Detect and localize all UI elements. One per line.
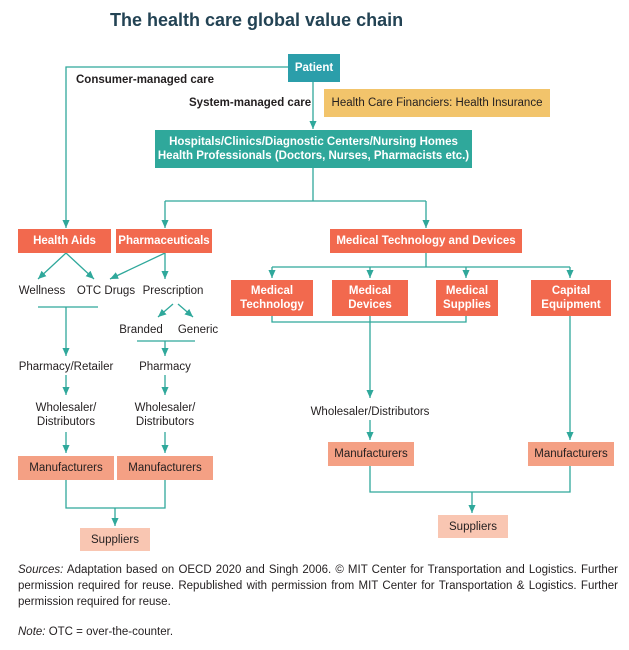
- medical-technology-line2: Technology: [240, 299, 304, 311]
- wholesaler-mid-label: Wholesaler/ Distributors: [135, 401, 196, 429]
- wholesaler-left-line1: Wholesaler/: [35, 402, 97, 414]
- generic-label: Generic: [177, 324, 219, 336]
- medical-devices-line1: Medical: [348, 285, 392, 297]
- medical-technology-box: Medical Technology: [231, 280, 313, 316]
- wholesaler-left-line2: Distributors: [36, 416, 96, 428]
- branded-label: Branded: [119, 324, 163, 336]
- health-aids-box: Health Aids: [18, 229, 111, 253]
- note-text: OTC = over-the-counter.: [48, 626, 174, 638]
- capital-equipment-line2: Equipment: [541, 299, 601, 311]
- capital-equipment-box: Capital Equipment: [531, 280, 611, 316]
- providers-line2: Health Professionals (Doctors, Nurses, P…: [157, 150, 470, 162]
- medical-supplies-line1: Medical: [445, 285, 489, 297]
- medical-devices-box: Medical Devices: [332, 280, 408, 316]
- suppliers-right-box: Suppliers: [438, 515, 508, 538]
- diagram-title: The health care global value chain: [110, 10, 404, 30]
- sources-label: Sources:: [18, 564, 64, 576]
- capital-equipment-line1: Capital: [551, 285, 591, 297]
- otc-drugs-label: OTC Drugs: [76, 285, 136, 297]
- medical-supplies-box: Medical Supplies: [436, 280, 498, 316]
- providers-box: Hospitals/Clinics/Diagnostic Centers/Nur…: [155, 130, 472, 168]
- manufacturers-mid-box: Manufacturers: [117, 456, 213, 480]
- financiers-box: Health Care Financiers: Health Insurance: [324, 89, 550, 117]
- medical-devices-line2: Devices: [348, 299, 392, 311]
- wholesaler-mid-line1: Wholesaler/: [134, 402, 196, 414]
- sources-note: Sources: Adaptation based on OECD 2020 a…: [18, 562, 618, 610]
- otc-note: Note: OTC = over-the-counter.: [18, 624, 618, 640]
- prescription-label: Prescription: [142, 285, 204, 297]
- medtech-box: Medical Technology and Devices: [330, 229, 522, 253]
- manufacturers-left-box: Manufacturers: [18, 456, 114, 480]
- patient-box: Patient: [288, 54, 340, 82]
- manufacturers-right1-box: Manufacturers: [328, 442, 414, 466]
- medical-supplies-line2: Supplies: [443, 299, 491, 311]
- pharmacy-label: Pharmacy: [139, 361, 191, 373]
- wholesaler-left-label: Wholesaler/ Distributors: [36, 401, 97, 429]
- wholesaler-right-label: Wholesaler/Distributors: [310, 406, 430, 418]
- suppliers-left-box: Suppliers: [80, 528, 150, 551]
- manufacturers-right2-box: Manufacturers: [528, 442, 614, 466]
- sources-text: Adaptation based on OECD 2020 and Singh …: [18, 564, 619, 608]
- note-label: Note:: [18, 626, 46, 638]
- system-managed-label: System-managed care: [189, 97, 312, 109]
- wellness-label: Wellness: [18, 285, 66, 297]
- consumer-managed-label: Consumer-managed care: [76, 74, 215, 86]
- providers-line1: Hospitals/Clinics/Diagnostic Centers/Nur…: [169, 136, 458, 148]
- medical-technology-line1: Medical: [250, 285, 294, 297]
- pharmacy-retailer-label: Pharmacy/Retailer: [18, 361, 114, 373]
- wholesaler-mid-line2: Distributors: [135, 416, 195, 428]
- pharmaceuticals-box: Pharmaceuticals: [116, 229, 212, 253]
